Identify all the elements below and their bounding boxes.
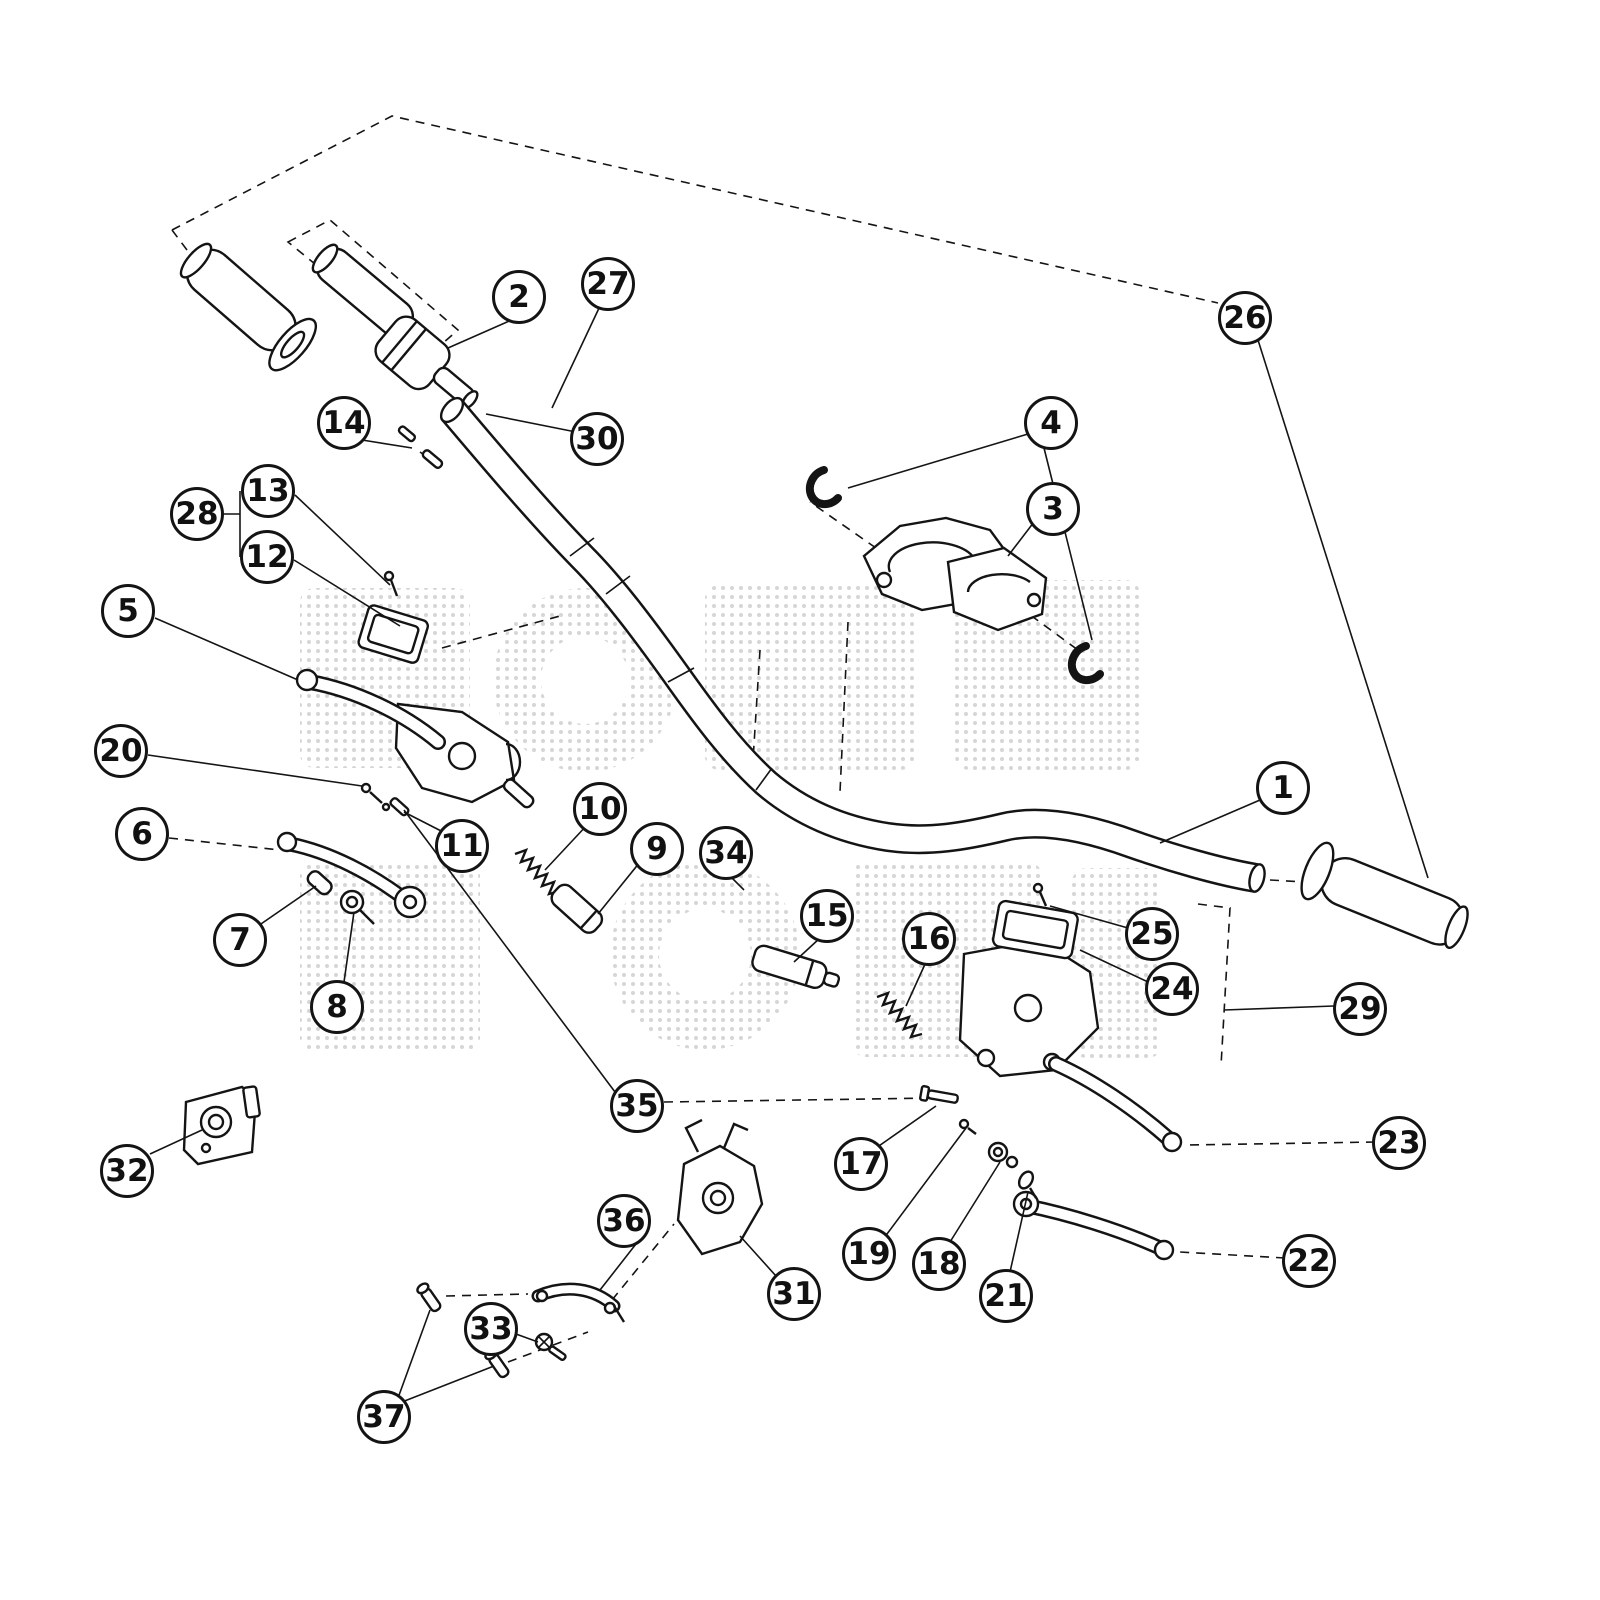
right-grip xyxy=(1300,841,1469,950)
throttle-tube xyxy=(311,243,415,337)
spare-lever-22 xyxy=(1012,1190,1175,1261)
leader-23-dashed xyxy=(1185,1141,1376,1146)
cable-bracket-31 xyxy=(676,1118,764,1256)
reservoir-cap-left xyxy=(357,604,429,664)
left-grip xyxy=(179,242,317,372)
cable-pin-14a xyxy=(397,425,417,443)
throttle-housing xyxy=(374,315,479,410)
ghost-outlines xyxy=(168,115,1376,1363)
screw-37a xyxy=(416,1282,442,1313)
washer-18 xyxy=(987,1141,1019,1169)
assembly-boundary-dashed xyxy=(171,115,1219,304)
reservoir-screw-25 xyxy=(1032,882,1048,907)
screw-33 xyxy=(534,1332,567,1362)
reservoir-cap-right xyxy=(991,899,1079,960)
spring-16 xyxy=(876,990,923,1039)
u-clip-left xyxy=(805,466,842,509)
pivot-pin-8 xyxy=(339,889,375,925)
brake-lever xyxy=(1048,1056,1183,1153)
handlebar-clamp-rear xyxy=(946,546,1048,632)
bend-hatch-marks xyxy=(569,537,773,791)
clutch-piston-rod xyxy=(502,778,535,809)
cable-pin-14b xyxy=(421,449,444,469)
brake-master-body xyxy=(958,938,1100,1078)
small-lever-36 xyxy=(531,1282,626,1323)
piston-15 xyxy=(751,944,841,990)
pivot-bolt-21 xyxy=(1017,1170,1038,1199)
leader-6-dashed xyxy=(168,837,281,851)
plunger-9 xyxy=(550,883,604,934)
screw-37b xyxy=(484,1348,510,1379)
spring-10 xyxy=(514,847,561,896)
pin-19 xyxy=(958,1118,977,1135)
leader-22-dashed xyxy=(1179,1251,1286,1259)
cable-35-dashed xyxy=(663,1097,937,1103)
reservoir-screw-13 xyxy=(383,570,399,597)
group-29-bracket xyxy=(1197,903,1231,1067)
bolt-17 xyxy=(919,1085,959,1104)
throttle-ghost-box xyxy=(286,219,460,358)
handlebar xyxy=(439,396,1266,893)
pin-set-20 xyxy=(360,782,391,812)
parts xyxy=(179,242,1469,1379)
u-clip-right xyxy=(1067,642,1104,685)
switch-bracket-32 xyxy=(182,1085,261,1166)
lever-bushing-7 xyxy=(306,870,333,896)
spare-lever-6 xyxy=(276,831,427,919)
